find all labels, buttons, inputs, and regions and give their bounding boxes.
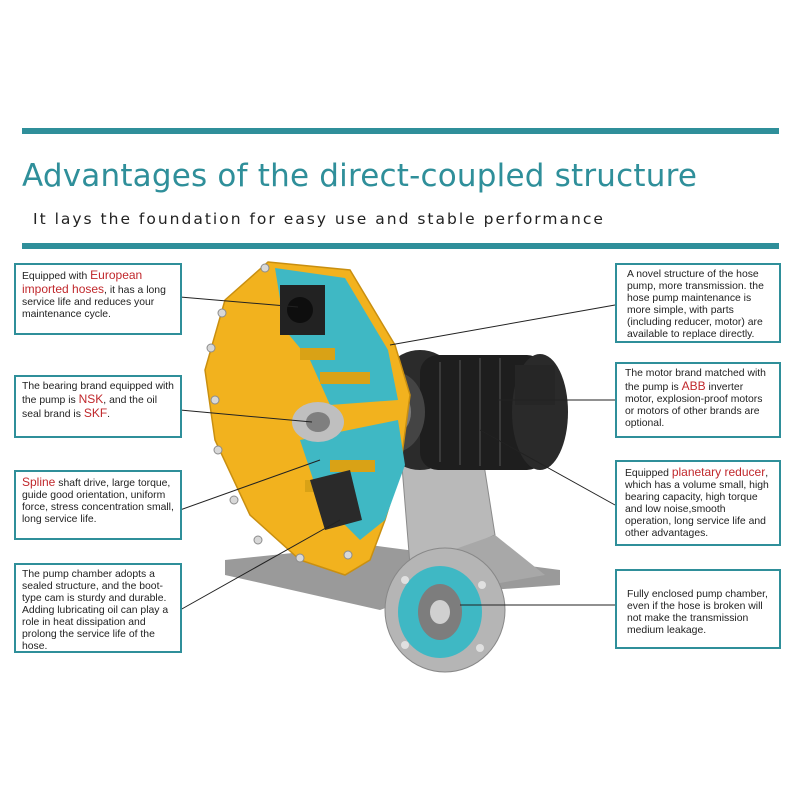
callout-fully-enclosed: Fully enclosed pump chamber, even if the… [615, 569, 781, 649]
callout-highlight: Spline [22, 475, 56, 489]
callout-text: The bearing brand equipped with the pump… [22, 381, 174, 406]
callout-motor-brand: The motor brand matched with the pump is… [615, 362, 781, 438]
callout-highlight: SKF [83, 406, 108, 420]
cutaway-lower [300, 420, 405, 540]
callout-text: Fully enclosed pump chamber, even if the… [627, 589, 768, 636]
callout-text: The pump chamber adopts a sealed structu… [22, 569, 169, 652]
callout-highlight: NSK [78, 392, 104, 406]
page-subtitle: It lays the foundation for easy use and … [33, 210, 605, 228]
callout-text: A novel structure of the hose pump, more… [627, 269, 764, 340]
motor-junction-box [515, 365, 555, 405]
callout-text: , it has a long service life and reduces… [22, 285, 166, 320]
callout-text: shaft drive, large torque, guide good or… [22, 478, 174, 525]
callout-highlight: planetary reducer [671, 465, 766, 479]
bottom-divider [22, 243, 779, 249]
callout-text: The motor brand matched with the pump is [625, 368, 766, 393]
page-title: Advantages of the direct-coupled structu… [22, 158, 698, 194]
callout-text: . [107, 409, 111, 420]
callout-text: inverter motor, explosion-proof motors o… [625, 382, 763, 429]
callout-text: , and the oil seal brand is [22, 395, 158, 420]
callout-pump-chamber-sealed: The pump chamber adopts a sealed structu… [14, 563, 182, 653]
callout-highlight: European imported hoses [22, 268, 143, 296]
callout-text: , which has a volume small, high bearing… [625, 468, 769, 539]
callout-spline-shaft: Spline shaft drive, large torque, guide … [14, 470, 182, 540]
callout-novel-structure: A novel structure of the hose pump, more… [615, 263, 781, 343]
motor-body [420, 355, 545, 470]
top-divider [22, 128, 779, 134]
callout-text: Equipped with [22, 271, 91, 282]
callout-highlight: ABB [681, 379, 706, 393]
callout-planetary-reducer: Equipped planetary reducer, which has a … [615, 460, 781, 546]
callout-bearing-brand: The bearing brand equipped with the pump… [14, 375, 182, 438]
spline-shaft [310, 470, 362, 530]
callout-text: Equipped [625, 468, 672, 479]
callout-european-hoses: Equipped with European imported hoses, i… [14, 263, 182, 335]
